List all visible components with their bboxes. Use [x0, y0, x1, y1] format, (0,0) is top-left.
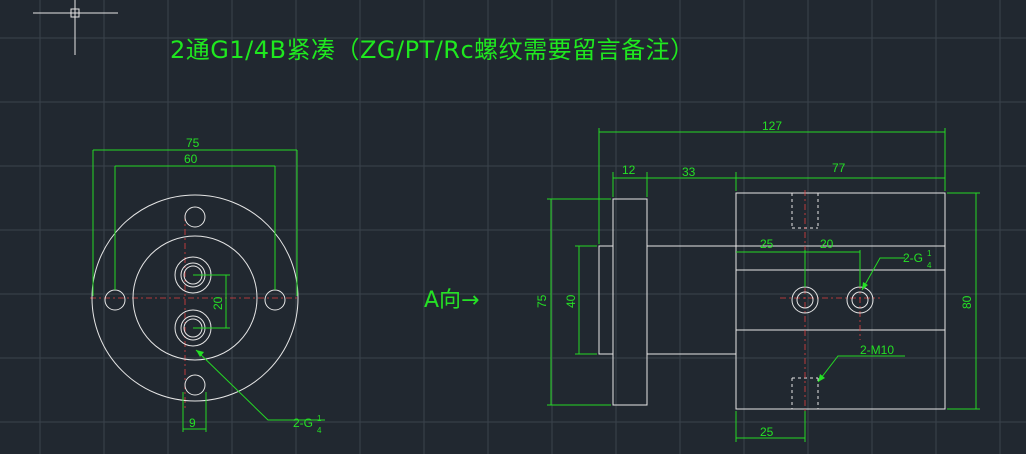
body-outline: [132, 235, 258, 361]
pilot-boss: [598, 245, 614, 355]
body-profile: [735, 192, 946, 410]
svg-text:1: 1: [317, 414, 322, 423]
dim-bolt-circle: 60: [184, 152, 198, 166]
dim-overall: 75: [186, 136, 200, 150]
svg-text:2-G: 2-G: [293, 416, 313, 430]
dim-bottom-hole: 9: [189, 416, 196, 430]
svg-text:2-G: 2-G: [903, 251, 923, 265]
side-port-label: 2-G 1 4: [903, 249, 932, 270]
dim-flange-height: 75: [535, 294, 549, 308]
flange-outline: [91, 194, 299, 402]
mount-hole-top: [184, 206, 206, 228]
neck-profile: [646, 245, 737, 355]
mount-hole-bottom: [184, 374, 206, 396]
dim-flange: 12: [622, 163, 636, 177]
front-port-label: 2-G 1 4: [293, 414, 322, 435]
mount-hole-left: [104, 289, 126, 311]
dim-neck-height: 40: [564, 294, 578, 308]
dim-port-offset: 25: [760, 237, 774, 251]
m10-label: 2-M10: [860, 343, 894, 357]
dim-body: 77: [832, 161, 846, 175]
dim-port-spacing: 20: [211, 296, 225, 310]
side-port-leader: [861, 257, 905, 291]
dim-side-port-spacing: 20: [820, 237, 834, 251]
dim-body-height: 80: [960, 295, 974, 309]
svg-text:4: 4: [927, 261, 932, 270]
svg-text:4: 4: [317, 426, 322, 435]
svg-text:1: 1: [927, 249, 932, 258]
dim-neck: 33: [682, 165, 696, 179]
m10-leader: [817, 355, 905, 383]
mount-hole-right: [264, 289, 286, 311]
port-leader: [195, 349, 325, 421]
crosshair-cursor-icon: [33, 0, 118, 55]
dim-m10-offset: 25: [760, 425, 774, 439]
view-direction-label: A向→: [424, 288, 479, 313]
side-view: 127 12 33 77 25 20 2-G 1 4 2-M10 75: [535, 119, 980, 442]
front-view: 75 60 20 9 2-G 1 4: [90, 136, 325, 435]
dim-total-length: 127: [762, 119, 782, 133]
drawing-title: 2通G1/4B紧凑（ZG/PT/Rc螺纹需要留言备注）: [170, 36, 695, 64]
